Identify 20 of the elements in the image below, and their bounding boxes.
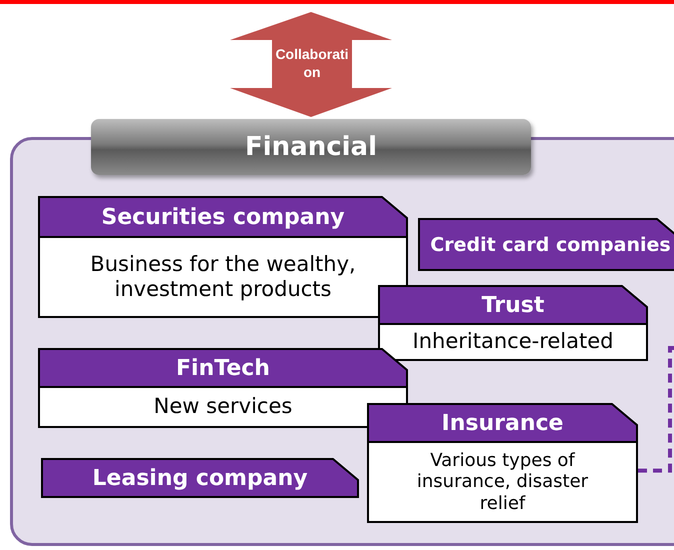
double-arrow: [230, 12, 392, 117]
card-title: Leasing company: [92, 466, 308, 490]
dashed-connector: [638, 346, 674, 473]
panel-heading: Financial: [91, 119, 531, 175]
category-card: [38, 348, 408, 428]
category-card: [367, 403, 638, 523]
category-card: [41, 458, 359, 498]
category-card: [378, 285, 648, 361]
card-title: Trust: [482, 292, 544, 318]
category-card: [38, 196, 408, 318]
card-description: Various types of insurance, disaster relief: [416, 450, 590, 514]
card-description: New services: [154, 394, 292, 420]
card-title: FinTech: [176, 356, 270, 380]
card-title: Credit card companies: [430, 234, 671, 256]
card-title: Securities company: [101, 204, 345, 230]
edge-label: Collaboration: [274, 46, 350, 81]
card-description: Inheritance-related: [412, 329, 614, 355]
card-description: Business for the wealthy, investment products: [89, 252, 357, 302]
category-card: [418, 218, 674, 271]
card-title: Insurance: [442, 410, 564, 436]
